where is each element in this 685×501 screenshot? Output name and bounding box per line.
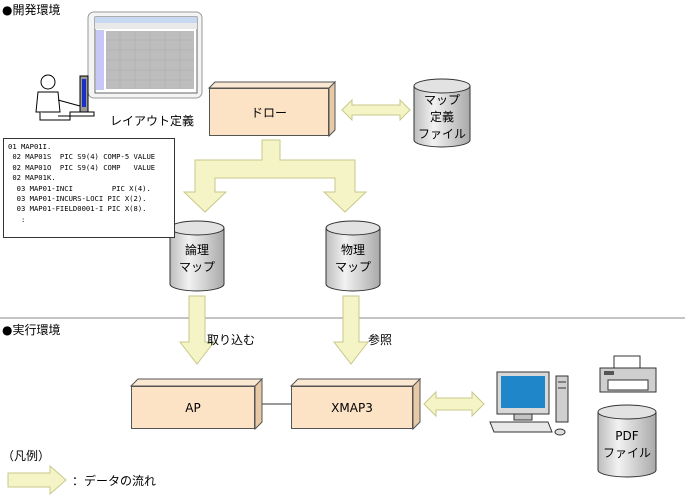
cylinder-logical-map — [169, 220, 225, 292]
printer-icon — [599, 355, 657, 393]
cyl-text-line: マップ — [178, 260, 215, 274]
logical-map-text: 論理 マップ — [167, 242, 227, 276]
ap-box: AP — [131, 386, 255, 429]
arrow-logical-to-ap — [178, 295, 216, 365]
desktop-pc-icon — [489, 371, 569, 436]
cyl-text-line: ファイル — [417, 127, 466, 141]
box-3d-edges — [129, 80, 422, 431]
cylinder-physical-map — [325, 220, 381, 292]
cylinder-map-definition — [413, 78, 471, 148]
code-line: 02 MAP01K. — [8, 173, 56, 183]
code-line: 02 MAP01S PIC S9(4) COMP-5 VALUE — [8, 152, 156, 162]
code-line: 03 MAP01-INCI PIC X(4). — [8, 183, 151, 193]
code-line: 03 MAP01-INCURS-LOCI PIC X(2). — [8, 194, 147, 204]
load-label: 取り込む — [207, 333, 256, 347]
draw-box: ドロー — [209, 88, 329, 136]
legend-arrow — [7, 464, 67, 496]
section-runtime-title: ●実行環境 — [2, 323, 61, 337]
cyl-text-line: 定義 — [429, 110, 454, 124]
cylinder-pdf-file — [597, 404, 657, 478]
arrow-draw-to-maps — [182, 139, 368, 213]
cyl-text-line: マップ — [334, 260, 371, 274]
section-development-title: ●開発環境 — [2, 3, 61, 17]
code-line: 01 MAP01I. — [8, 142, 52, 151]
cyl-text-line: 論理 — [184, 243, 209, 257]
cyl-text-line: PDF — [615, 429, 639, 443]
map-definition-file-text: マップ 定義 ファイル — [412, 92, 472, 143]
code-line: 02 MAP01O PIC S9(4) COMP VALUE — [8, 162, 156, 172]
pdf-file-text: PDF ファイル — [597, 428, 657, 462]
cyl-text-line: マップ — [423, 93, 460, 107]
cyl-text-line: ファイル — [602, 446, 651, 460]
cobol-code-listing: 01 MAP01I. 02 MAP01S PIC S9(4) COMP-5 VA… — [3, 138, 175, 238]
arrow-draw-definition — [341, 98, 411, 122]
layout-editor-screen — [87, 11, 203, 99]
code-line: 03 MAP01-FIELD0001-I PIC X(8). — [8, 204, 147, 214]
legend-title: （凡例） — [2, 449, 51, 463]
layout-definition-label: レイアウト定義 — [110, 114, 195, 128]
reference-label: 参照 — [368, 333, 393, 347]
desk-computer-icon — [69, 75, 95, 117]
arrow-xmap3-devices — [423, 390, 485, 418]
person-icon — [35, 74, 81, 121]
data-flow-arrows — [7, 98, 485, 496]
code-line: : — [8, 214, 26, 224]
arrow-physical-to-xmap3 — [332, 295, 370, 365]
legend-arrow-description: ：データの流れ — [72, 474, 157, 488]
physical-map-text: 物理 マップ — [323, 242, 383, 276]
cyl-text-line: 物理 — [340, 243, 365, 257]
xmap3-box: XMAP3 — [291, 386, 413, 429]
